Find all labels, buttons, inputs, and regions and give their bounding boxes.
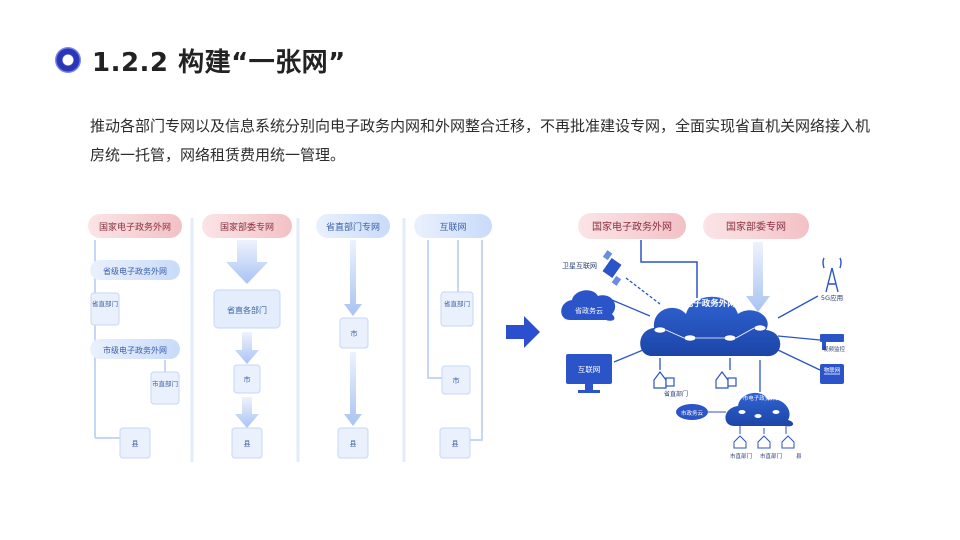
city-gov-cloud-icon — [676, 404, 708, 420]
city-gov-cloud-label: 市政务云 — [681, 409, 704, 417]
column-4: 互联网 省直部门 市 县 — [414, 214, 492, 459]
city-label: 市 — [244, 375, 251, 384]
before-diagram: 国家电子政务外网 省级电子政务外网 省直部门 市级电子政务外网 市直部门 县 国… — [88, 214, 492, 462]
city-cloud: 市电子政务外网 — [725, 392, 794, 427]
prov-dept-label: 省直部门 — [92, 299, 118, 308]
county-label: 县 — [796, 453, 802, 460]
center-cloud: 省电子政务外网 — [640, 296, 781, 357]
center-label: 省电子政务外网 — [675, 298, 736, 309]
after-diagram: 国家电子政务外网 国家部委专网 省电子政务外网 — [561, 213, 845, 460]
county-label: 县 — [350, 440, 357, 448]
county-box — [231, 427, 263, 459]
video-label: 视频监控 — [823, 345, 846, 353]
down-arrow-icon — [344, 352, 362, 426]
down-arrow-icon — [344, 240, 362, 316]
city-label: 市 — [351, 329, 358, 338]
provincial-pill — [90, 260, 180, 280]
camera-icon — [820, 334, 844, 350]
satellite-icon — [602, 250, 622, 286]
satellite-label: 卫星互联网 — [562, 261, 597, 270]
header-pill — [88, 214, 182, 238]
city-dept-box — [150, 371, 180, 405]
down-arrow-icon — [226, 240, 268, 284]
city-box — [441, 365, 471, 395]
dept-box — [213, 289, 281, 329]
building-icon — [653, 371, 737, 389]
city-dept-label: 市直部门 — [730, 452, 752, 460]
monitor-icon — [566, 354, 612, 393]
city-dept-label: 市直部门 — [152, 379, 178, 388]
bullet-icon — [55, 47, 81, 73]
city-box — [233, 364, 261, 394]
tower-icon — [822, 257, 842, 293]
dept-left-label: 省直部门 — [664, 390, 688, 398]
top-right-pill — [703, 213, 809, 239]
city-label: 市级电子政务外网 — [103, 345, 167, 355]
city-cloud-label: 市电子政务外网 — [743, 394, 782, 402]
prov-dept-box — [90, 292, 120, 326]
header-pill — [414, 214, 492, 238]
county-label: 县 — [132, 440, 139, 448]
col3-header: 省直部门专网 — [326, 221, 380, 233]
page-title: 1.2.2 构建“一张网” — [92, 47, 346, 78]
column-3: 省直部门专网 市 县 — [316, 214, 390, 459]
county-box — [337, 427, 369, 459]
section-heading: 1.2.2 构建“一张网” — [55, 40, 346, 80]
top-left-pill — [578, 213, 686, 239]
provincial-label: 省级电子政务外网 — [103, 266, 167, 276]
down-arrow-icon — [235, 332, 259, 364]
dept-box — [440, 291, 474, 327]
county-box — [119, 427, 151, 459]
top-left-label: 国家电子政务外网 — [592, 220, 672, 233]
dept-label: 省直部门 — [444, 299, 470, 308]
top-right-label: 国家部委专网 — [726, 220, 786, 233]
internet-label: 互联网 — [578, 365, 601, 374]
iot-label: 物联网 — [824, 366, 841, 374]
col4-header: 互联网 — [439, 222, 466, 233]
header-pill — [316, 214, 390, 238]
col1-header: 国家电子政务外网 — [99, 221, 171, 233]
gov-cloud-label: 省政务云 — [575, 306, 603, 315]
city-box — [339, 317, 369, 349]
city-pill — [90, 339, 180, 359]
dept-label: 省直各部门 — [227, 305, 267, 315]
column-1: 国家电子政务外网 省级电子政务外网 省直部门 市级电子政务外网 市直部门 县 — [88, 214, 182, 459]
down-arrow-icon — [746, 242, 770, 312]
building-icon — [733, 435, 795, 449]
description-text: 推动各部门专网以及信息系统分别向电子政务内网和外网整合迁移，不再批准建设专网，全… — [90, 117, 871, 164]
gov-cloud-icon — [561, 290, 616, 321]
fiveg-label: 5G应用 — [821, 293, 843, 302]
city-dept2-label: 市直部门 — [760, 452, 782, 460]
county-label: 县 — [244, 440, 251, 448]
col2-header: 国家部委专网 — [220, 221, 274, 233]
column-2: 国家部委专网 省直各部门 市 县 — [202, 214, 292, 459]
down-arrow-icon — [235, 397, 259, 428]
iot-icon — [820, 364, 844, 384]
county-box — [439, 427, 471, 459]
right-arrow-icon — [506, 316, 540, 348]
county-label: 县 — [452, 440, 459, 448]
header-pill — [202, 214, 292, 238]
city-label: 市 — [453, 376, 460, 385]
